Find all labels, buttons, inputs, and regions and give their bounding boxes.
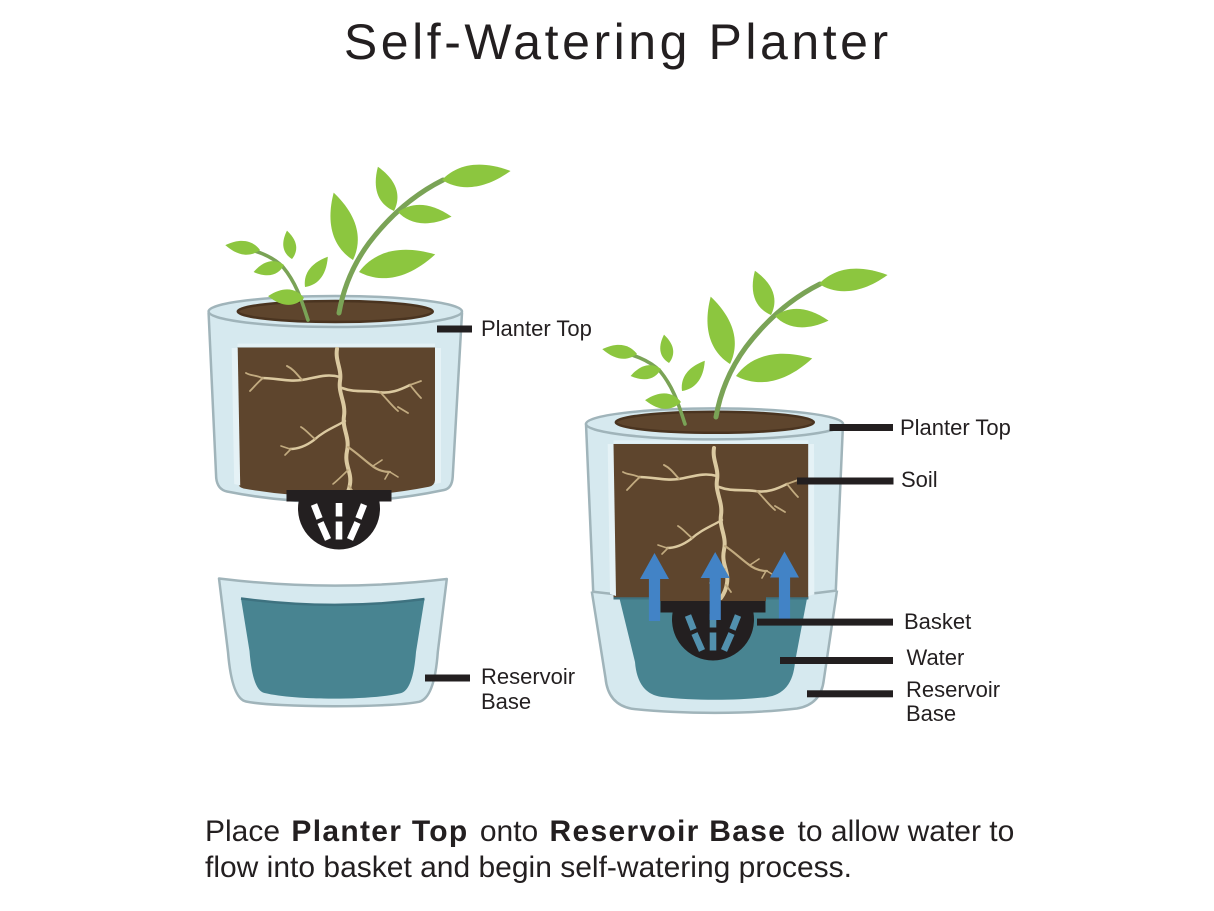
leader-left-reservoir-base xyxy=(425,674,470,682)
assembled-base-outline xyxy=(590,590,839,715)
assembled-soil-window xyxy=(613,444,809,601)
leader-lines xyxy=(425,325,894,698)
label-left-planter-top: Planter Top xyxy=(481,315,592,341)
leader-left-planter-top xyxy=(437,325,472,333)
leader-right-soil xyxy=(797,477,894,485)
assembled-wall-highlight-left xyxy=(607,444,616,596)
caption: Place Planter Top onto Reservoir Base to… xyxy=(205,814,1014,886)
diagram-title: Self-Watering Planter xyxy=(343,14,892,70)
reservoir-base-illustration xyxy=(217,577,449,708)
plant-right xyxy=(601,264,889,424)
caption-line2: flow into basket and begin self-watering… xyxy=(205,851,853,884)
label-right-water: Water xyxy=(906,644,965,670)
planter-top-wall-highlight-right xyxy=(435,348,441,484)
leader-right-reservoir-base xyxy=(807,690,893,698)
basket-left xyxy=(287,490,392,549)
assembled-planter-illustration xyxy=(584,264,889,715)
assembled-window-highlight xyxy=(613,440,809,444)
planter-top-soil-surface xyxy=(236,299,435,324)
planter-top-window-highlight xyxy=(237,343,435,347)
leader-right-planter-top xyxy=(829,424,893,431)
label-right-soil: Soil xyxy=(901,467,938,493)
planter-top-soil-window xyxy=(237,347,435,497)
assembled-wall-highlight-right xyxy=(808,444,815,596)
reservoir-water xyxy=(241,598,425,699)
label-right-planter-top: Planter Top xyxy=(900,414,1011,440)
planter-top-wall-highlight-left xyxy=(231,348,241,486)
leader-right-basket xyxy=(757,618,893,626)
label-right-basket: Basket xyxy=(904,608,972,634)
leader-right-water xyxy=(780,657,893,664)
caption-line1: Place Planter Top onto Reservoir Base to… xyxy=(205,815,1015,848)
reservoir-water-line xyxy=(240,597,425,607)
planter-top-illustration xyxy=(207,160,512,549)
